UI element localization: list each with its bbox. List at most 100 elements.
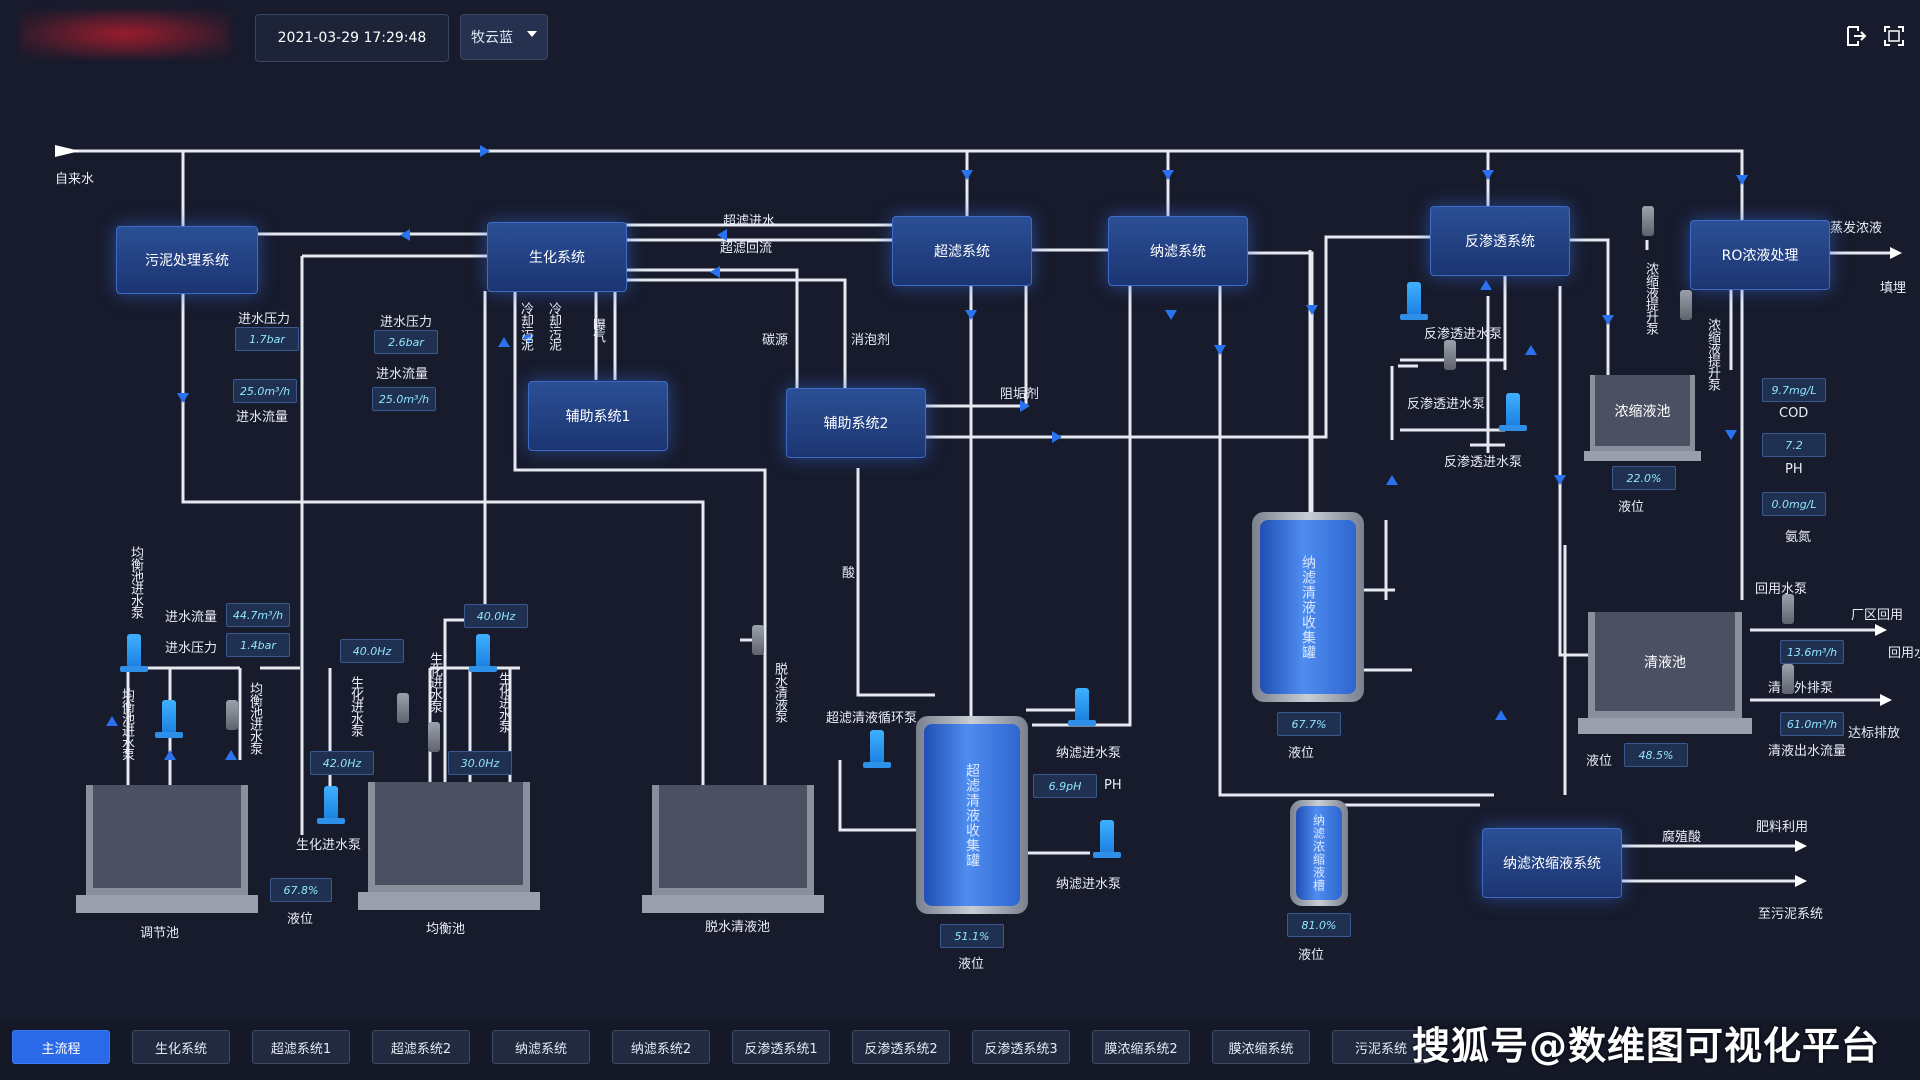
bio-pump-vlabel-3: 生化进水泵 (496, 672, 511, 732)
bio-feed-pump[interactable] (317, 786, 345, 824)
ro-pump-1[interactable] (1400, 282, 1428, 320)
nf-conc-level-label: 液位 (1298, 948, 1325, 963)
cool-sludge-label-2: 冷却污泥 (546, 302, 561, 350)
clear-pool-base (1578, 718, 1752, 734)
dewater-pump[interactable] (752, 625, 764, 655)
aux-system-2-node[interactable]: 辅助系统2 (786, 388, 926, 458)
nf-feed-pump-2[interactable] (1093, 820, 1121, 858)
evap-label: 蒸发浓液 (1830, 221, 1883, 236)
nf-concentrate-system-node[interactable]: 纳滤浓缩液系统 (1482, 828, 1622, 898)
bio-pump-right[interactable] (469, 634, 497, 672)
logout-icon[interactable] (1844, 24, 1868, 48)
clear-pool: 清液池 (1588, 612, 1742, 718)
reuse-pump[interactable] (1782, 594, 1794, 624)
eq-pump-3[interactable] (226, 700, 238, 730)
eq-pump-2[interactable] (155, 700, 183, 738)
tab-nf-2[interactable]: 纳滤系统2 (612, 1030, 710, 1064)
eq-level-value: 67.8% (270, 878, 332, 902)
eq-pump-label-1: 均衡池进水泵 (128, 546, 143, 618)
clear-pool-level-value: 48.5% (1624, 743, 1688, 767)
ro-pump-3[interactable] (1499, 393, 1527, 431)
brand-logo (20, 10, 230, 58)
ph-value: 6.9pH (1033, 774, 1097, 798)
ammonia-value: 0.0mg/L (1762, 492, 1826, 516)
balancing-pool (368, 782, 530, 892)
bio-pump-grey-1[interactable] (397, 693, 409, 723)
tab-ro-3[interactable]: 反渗透系统3 (972, 1030, 1070, 1064)
tab-nf[interactable]: 纳滤系统 (492, 1030, 590, 1064)
conc-lift-pump-1[interactable] (1642, 206, 1654, 236)
clear-out-pump-label: 清液外排泵 (1768, 681, 1834, 696)
sludge-flow-label: 进水流量 (236, 410, 289, 425)
ro-system-node[interactable]: 反渗透系统 (1430, 206, 1570, 276)
ph-unit-label: PH (1104, 778, 1122, 793)
clear-out-flow-label: 清液出水流量 (1768, 744, 1847, 759)
conc-pool-level-value: 22.0% (1612, 466, 1676, 490)
bio-flow-value: 25.0m³/h (372, 387, 436, 411)
tab-ro-1[interactable]: 反渗透系统1 (732, 1030, 830, 1064)
nf-feed-pump-1[interactable] (1068, 688, 1096, 726)
bio-pump-vlabel-1: 生化进水泵 (348, 676, 363, 736)
chevron-down-icon (527, 31, 537, 37)
bio-pump-vlabel-2: 生化进水泵 (427, 652, 442, 712)
ph-reading-value: 7.2 (1762, 433, 1826, 457)
aux-system-1-node[interactable]: 辅助系统1 (528, 381, 668, 451)
tab-sludge[interactable]: 污泥系统 (1332, 1030, 1430, 1064)
uf-clear-tank-label: 超滤清液收集罐 (964, 762, 980, 868)
compliant-label: 达标排放 (1848, 726, 1901, 741)
ro-concentrate-node[interactable]: RO浓液处理 (1690, 220, 1830, 290)
uf-cycle-pump[interactable] (863, 730, 891, 768)
uf-tank-level-label: 液位 (958, 957, 985, 972)
bio-pressure-value: 2.6bar (374, 330, 438, 354)
fullscreen-icon[interactable] (1882, 24, 1906, 48)
nf-concentrate-tank-label: 纳滤浓缩液槽 (1311, 814, 1326, 892)
nf-clear-tank: 纳滤清液收集罐 (1252, 512, 1364, 702)
tab-main-flow[interactable]: 主流程 (12, 1030, 110, 1064)
balancing-pool-label: 均衡池 (426, 922, 466, 937)
tab-membrane-conc-2[interactable]: 膜浓缩系统2 (1092, 1030, 1190, 1064)
bio-pump-grey-2[interactable] (428, 722, 440, 752)
ro-pump-label-1: 反渗透进水泵 (1424, 327, 1503, 342)
bio-pressure-label: 进水压力 (380, 315, 433, 330)
sludge-system-node[interactable]: 污泥处理系统 (116, 226, 258, 294)
dewater-pool-label: 脱水清液池 (705, 920, 771, 935)
landfill-label: 填埋 (1880, 281, 1907, 296)
defoamer-label: 消泡剂 (851, 333, 891, 348)
fertilizer-label: 肥料利用 (1756, 820, 1809, 835)
theme-select[interactable]: 牧云蓝 (460, 14, 548, 60)
eq-level-label: 液位 (287, 912, 314, 927)
conc-lift-label-2: 浓缩液提升泵 (1705, 318, 1720, 390)
concentrate-pool-label: 浓缩液池 (1614, 403, 1671, 420)
ro-pump-2[interactable] (1444, 340, 1456, 370)
uf-back-label: 超滤回流 (720, 241, 773, 256)
cod-value: 9.7mg/L (1762, 378, 1826, 402)
tab-uf-1[interactable]: 超滤系统1 (252, 1030, 350, 1064)
conc-pool-level-label: 液位 (1618, 500, 1645, 515)
uf-system-node[interactable]: 超滤系统 (892, 216, 1032, 286)
biochem-system-node[interactable]: 生化系统 (487, 222, 627, 292)
conc-lift-pump-2[interactable] (1680, 290, 1692, 320)
eq-pump-1[interactable] (120, 634, 148, 672)
clear-pool-level-label: 液位 (1586, 754, 1613, 769)
clear-pool-label: 清液池 (1644, 654, 1686, 671)
eq-pressure-value: 1.4bar (226, 633, 290, 657)
balancing-pool-base (358, 892, 540, 910)
dewater-pool-base (642, 895, 824, 913)
nf-system-node[interactable]: 纳滤系统 (1108, 216, 1248, 286)
tap-water-label: 自来水 (55, 172, 95, 187)
nf-tank-level-label: 液位 (1288, 746, 1315, 761)
tab-uf-2[interactable]: 超滤系统2 (372, 1030, 470, 1064)
reuse-flow-label: 回用水 (1888, 646, 1920, 661)
uf-in-label: 超滤进水 (723, 214, 776, 229)
dewater-pool (652, 785, 814, 895)
clear-out-pump[interactable] (1782, 664, 1794, 694)
freq-value-d: 30.0Hz (448, 751, 512, 775)
out-flow-value: 61.0m³/h (1780, 712, 1844, 736)
tab-membrane-conc[interactable]: 膜浓缩系统 (1212, 1030, 1310, 1064)
cod-label: COD (1779, 406, 1809, 421)
eq-pump-label-3: 均衡池进水泵 (247, 682, 262, 754)
plant-reuse-label: 厂区回用 (1851, 608, 1904, 623)
tab-ro-2[interactable]: 反渗透系统2 (852, 1030, 950, 1064)
nf-pump-label-2: 纳滤进水泵 (1056, 877, 1122, 892)
tab-biochem[interactable]: 生化系统 (132, 1030, 230, 1064)
